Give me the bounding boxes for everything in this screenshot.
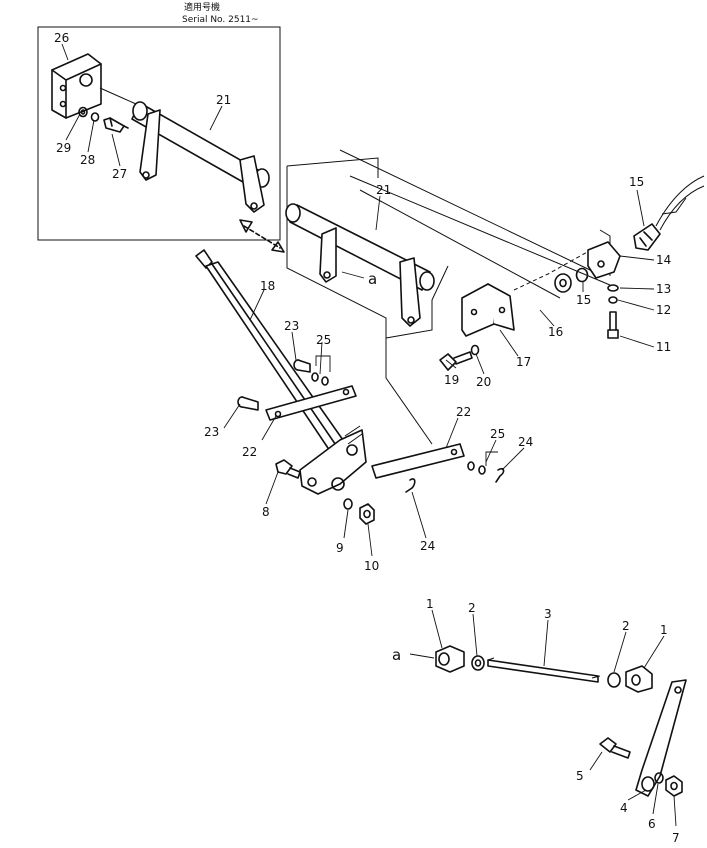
pin-23-lower bbox=[237, 396, 259, 411]
callout-7: 7 bbox=[672, 831, 680, 845]
callout-6: 6 bbox=[648, 817, 656, 831]
callout-11: 11 bbox=[656, 340, 671, 354]
callout-4: 4 bbox=[620, 801, 628, 815]
cotter-pin-24-lower bbox=[405, 478, 416, 493]
shaft-21-main bbox=[285, 203, 435, 327]
rod-22-lower bbox=[371, 318, 465, 479]
callout-5: 5 bbox=[576, 769, 584, 783]
washer-20 bbox=[470, 344, 480, 356]
nut-2-left bbox=[471, 655, 485, 671]
callout-26: 26 bbox=[54, 31, 69, 45]
callout-2-left: 2 bbox=[468, 601, 476, 615]
callout-25-upper: 25 bbox=[316, 333, 331, 347]
washer-9 bbox=[343, 498, 353, 510]
callout-24-upper: 24 bbox=[518, 435, 533, 449]
washer-15 bbox=[575, 267, 589, 283]
callout-21-inset: 21 bbox=[216, 93, 231, 107]
washer-28 bbox=[90, 112, 100, 122]
reference-a-lower: a bbox=[392, 646, 401, 664]
cotter-pin-24-upper bbox=[495, 467, 505, 483]
callout-28: 28 bbox=[80, 153, 95, 167]
bolt-8 bbox=[275, 459, 301, 479]
lever-18 bbox=[195, 249, 367, 495]
nut-10 bbox=[359, 503, 375, 525]
callout-14: 14 bbox=[656, 253, 671, 267]
shaft-21-inset bbox=[99, 87, 270, 213]
callout-9: 9 bbox=[336, 541, 344, 555]
callout-17: 17 bbox=[516, 355, 531, 369]
callout-20: 20 bbox=[476, 375, 491, 389]
bolt-11 bbox=[607, 311, 619, 339]
callout-labels: 26 21 29 28 27 21 a 15 14 13 12 11 15 16… bbox=[54, 31, 680, 845]
callout-25-lower: 25 bbox=[490, 427, 505, 441]
washer-29 bbox=[78, 106, 88, 118]
nut-2-right bbox=[607, 672, 621, 688]
bolt-5 bbox=[599, 737, 631, 759]
reference-a-upper: a bbox=[368, 270, 377, 288]
callout-10: 10 bbox=[364, 559, 379, 573]
leader-lines bbox=[61, 43, 677, 827]
callout-16: 16 bbox=[548, 325, 563, 339]
header-serial: Serial No. 2511~ bbox=[182, 15, 259, 25]
callout-1-left: 1 bbox=[426, 597, 434, 611]
bolt-27 bbox=[103, 117, 129, 133]
rod-22-upper bbox=[265, 385, 357, 421]
serial-variant-inset bbox=[37, 26, 281, 241]
washer-12 bbox=[608, 296, 618, 304]
yoke-1-right bbox=[625, 665, 653, 693]
rod-3 bbox=[487, 657, 601, 683]
callout-15-switch: 15 bbox=[629, 175, 644, 189]
limit-switch-15 bbox=[633, 175, 705, 251]
callout-22-right: 22 bbox=[456, 405, 471, 419]
yoke-1-left bbox=[435, 645, 465, 673]
callout-21-main: 21 bbox=[376, 183, 391, 197]
callout-22-left: 22 bbox=[242, 445, 257, 459]
callout-8: 8 bbox=[262, 505, 270, 519]
callout-23-lower: 23 bbox=[204, 425, 219, 439]
callout-23-upper: 23 bbox=[284, 319, 299, 333]
pin-23-upper bbox=[293, 359, 311, 373]
callout-15-washer: 15 bbox=[576, 293, 591, 307]
washer-25-lower bbox=[467, 461, 486, 475]
bolt-19 bbox=[439, 351, 473, 371]
washer-13 bbox=[607, 284, 619, 292]
washer-16 bbox=[554, 273, 572, 293]
callout-19: 19 bbox=[444, 373, 459, 387]
callout-18: 18 bbox=[260, 279, 275, 293]
callout-29: 29 bbox=[56, 141, 71, 155]
callout-24-lower: 24 bbox=[420, 539, 435, 553]
lever-4 bbox=[635, 679, 687, 797]
callout-27: 27 bbox=[112, 167, 127, 181]
main-frame-panel bbox=[286, 149, 611, 339]
nut-7 bbox=[665, 775, 683, 797]
callout-13: 13 bbox=[656, 282, 671, 296]
callout-3: 3 bbox=[544, 607, 552, 621]
washer-25-upper bbox=[311, 372, 329, 386]
bracket-17 bbox=[461, 245, 599, 337]
washer-6 bbox=[654, 772, 664, 784]
header-kanji: 適用号機 bbox=[184, 1, 220, 13]
switch-bracket-14 bbox=[587, 241, 621, 279]
plate-26 bbox=[51, 53, 102, 119]
callout-1-right: 1 bbox=[660, 623, 668, 637]
variant-arrow bbox=[239, 219, 285, 253]
callout-12: 12 bbox=[656, 303, 671, 317]
callout-2-right: 2 bbox=[622, 619, 630, 633]
